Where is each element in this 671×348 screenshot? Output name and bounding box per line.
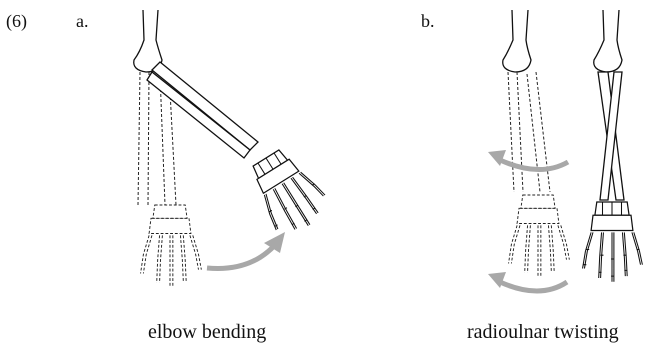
forearm-dashed-left: [508, 72, 550, 192]
panel-a-drawing: [134, 10, 334, 287]
caption-elbow-bending: elbow bending: [148, 322, 266, 342]
hand-bent: [241, 142, 334, 241]
caption-radioulnar-twisting: radioulnar twisting: [467, 322, 619, 342]
panel-b-drawing: [488, 10, 642, 291]
hand-dashed: [141, 205, 202, 287]
hand-right: [583, 202, 643, 282]
humerus-bone: [134, 10, 162, 72]
humerus-bone-left: [503, 10, 531, 72]
twist-arrow-lower: [500, 282, 567, 291]
forearm-crossed-solid: [598, 72, 624, 200]
forearm-bent-solid: [147, 62, 258, 158]
twist-arrow-upper: [500, 160, 568, 170]
humerus-bone-right: [594, 10, 622, 72]
hand-dashed-left: [509, 195, 570, 277]
bending-arrow: [207, 245, 275, 269]
